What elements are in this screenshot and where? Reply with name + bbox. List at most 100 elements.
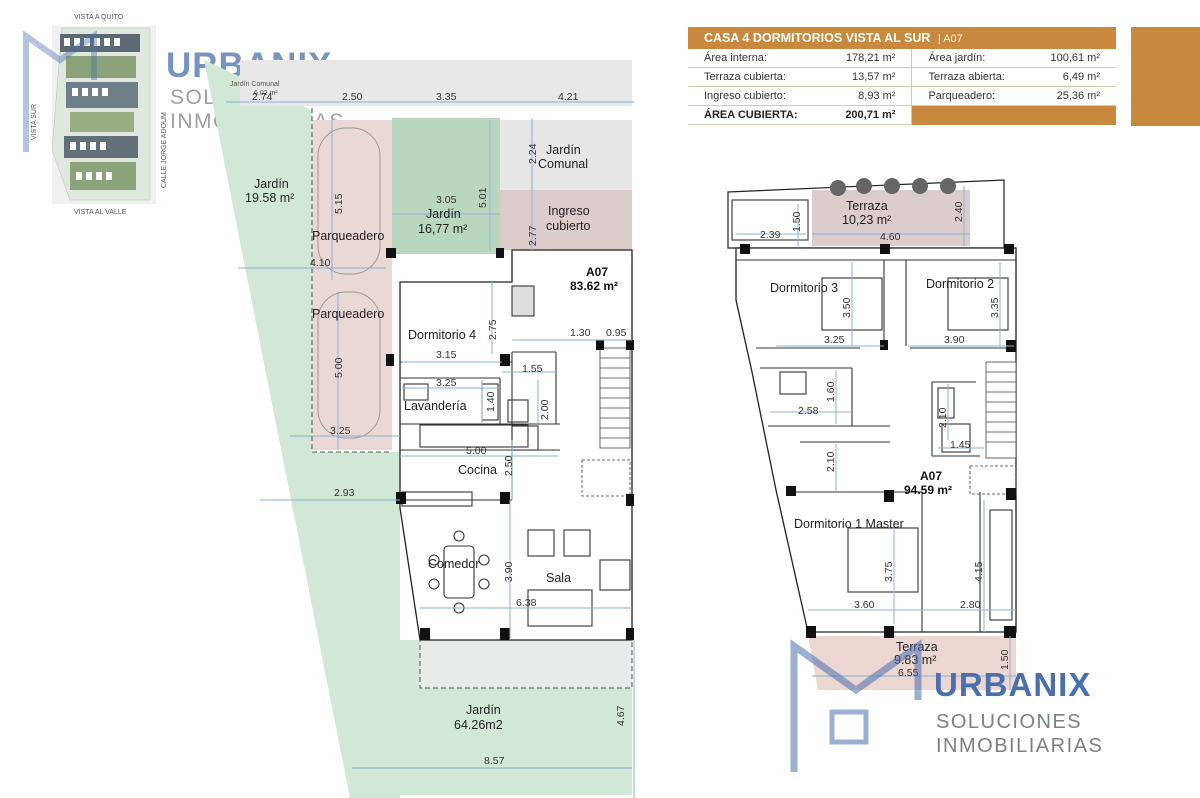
table-row: Área interna: 178,21 m² Área jardín: 100…	[688, 49, 1116, 68]
table-row: Terraza cubierta: 13,57 m² Terraza abier…	[688, 67, 1116, 87]
dim-375: 3.75	[883, 561, 895, 582]
area-label: Área interna:	[688, 49, 819, 68]
dim-857: 8.57	[484, 755, 505, 767]
dim-240: 2.40	[953, 201, 965, 222]
dim-280: 2.80	[960, 599, 981, 611]
parqueadero-area	[312, 120, 392, 450]
dim-140: 1.40	[485, 391, 497, 412]
label-dormitorio-4: Dormitorio 4	[408, 328, 476, 342]
label-unit-upper-area: 94.59 m²	[904, 483, 952, 497]
label-terraza: Terraza	[846, 199, 888, 213]
dim-315: 3.15	[436, 349, 457, 361]
label-jardin-front-area: 16,77 m²	[418, 222, 467, 236]
dim-150b: 1.50	[999, 649, 1011, 670]
dim-239: 2.39	[760, 229, 781, 241]
label-jardin-left: Jardín	[254, 177, 289, 191]
area-value-2: 6,49 m²	[1023, 67, 1116, 87]
site-map: VISTA A QUITO VISTA AL VALLE VISTA SUR C…	[31, 14, 168, 216]
table-header: CASA 4 DORMITORIOS VISTA AL SUR | A07	[688, 27, 1116, 49]
total-label: ÁREA CUBIERTA:	[688, 105, 819, 125]
dim-415: 4.15	[973, 561, 985, 582]
area-label-2: Parqueadero:	[911, 86, 1024, 106]
ground-floor-plan: Jardín Comunal 6.02 m² Jardín 19.58 m² P…	[204, 60, 635, 798]
label-unit-ground: A07	[586, 265, 608, 279]
label-jardin-comunal-small: Jardín Comunal	[230, 81, 280, 88]
dim-638: 6.38	[516, 597, 537, 609]
site-map-street-label: CALLE JORGE ADOUM	[161, 112, 168, 188]
dim-515: 5.15	[333, 193, 345, 214]
dim-224: 2.24	[527, 143, 539, 164]
dim-130: 1.30	[570, 327, 591, 339]
label-dormitorio-3: Dormitorio 3	[770, 281, 838, 295]
dim-095: 0.95	[606, 327, 627, 339]
jardin-front-area	[392, 118, 500, 254]
dim-150a: 1.50	[791, 211, 803, 232]
area-summary-table: CASA 4 DORMITORIOS VISTA AL SUR | A07 Ár…	[688, 27, 1116, 125]
site-map-left-label: VISTA SUR	[31, 104, 38, 140]
dim-500a: 5.00	[333, 357, 345, 378]
label-comedor: Comedor	[428, 557, 479, 571]
dim-410: 4.10	[310, 257, 331, 269]
label-lavanderia: Lavandería	[404, 399, 467, 413]
dim-250: 2.50	[342, 91, 363, 103]
dim-460: 4.60	[880, 231, 901, 243]
site-map-top-label: VISTA A QUITO	[74, 14, 124, 21]
label-dormitorio-1: Dormitorio 1 Master	[794, 517, 904, 531]
dim-200: 2.00	[539, 399, 551, 420]
stairs-upper	[969, 361, 1017, 495]
jardin-left-area	[204, 60, 400, 798]
logo-bottom-name: URBANIX	[934, 666, 1091, 703]
dim-250b: 2.50	[503, 455, 515, 476]
label-jardin-comunal: Jardín	[546, 143, 581, 157]
urbanix-logo-bottom: URBANIX SOLUCIONES INMOBILIARIAS	[790, 639, 1102, 772]
dim-305: 3.05	[436, 194, 457, 206]
site-map-bottom-label: VISTA AL VALLE	[74, 209, 127, 216]
area-value: 178,21 m²	[818, 49, 913, 68]
dim-274: 2.74	[252, 91, 273, 103]
dim-390: 3.90	[503, 561, 515, 582]
dim-655: 6.55	[898, 667, 919, 679]
dim-501: 5.01	[477, 187, 489, 208]
total-fill	[911, 105, 1116, 125]
area-label-2: Área jardín:	[911, 49, 1024, 68]
area-value-2: 100,61 m²	[1023, 49, 1116, 68]
area-label: Terraza cubierta:	[688, 67, 819, 87]
dim-325-upper: 3.25	[824, 334, 845, 346]
area-value: 13,57 m²	[818, 67, 913, 87]
total-value: 200,71 m²	[818, 105, 913, 125]
area-label: Ingreso cubierto:	[688, 86, 819, 106]
dim-160: 1.60	[825, 381, 837, 402]
label-cocina: Cocina	[458, 463, 497, 477]
label-jardin-front: Jardín	[426, 207, 461, 221]
table-title: CASA 4 DORMITORIOS VISTA AL SUR	[704, 31, 931, 45]
unit-code: | A07	[937, 33, 963, 45]
label-ingreso: Ingreso	[548, 204, 590, 218]
area-value-2: 25,36 m²	[1023, 86, 1116, 106]
total-row: ÁREA CUBIERTA: 200,71 m²	[688, 105, 1116, 125]
ingreso-cubierto-area	[500, 190, 632, 250]
dim-325a: 3.25	[436, 377, 457, 389]
label-dormitorio-2: Dormitorio 2	[926, 277, 994, 291]
dim-277: 2.77	[527, 225, 539, 246]
label-jardin-left-area: 19.58 m²	[245, 191, 294, 205]
upper-floor-plan: Terraza 10,23 m² Dormitorio 3 Dormitorio…	[727, 178, 1017, 690]
dim-500b: 5.00	[466, 445, 487, 457]
dim-390-upper: 3.90	[944, 334, 965, 346]
label-sala: Sala	[546, 571, 571, 585]
accent-swatch	[1131, 27, 1200, 126]
terraza-top-area	[812, 190, 970, 246]
dim-335: 3.35	[436, 91, 457, 103]
stairs-ground	[581, 347, 631, 497]
dim-325b: 3.25	[330, 425, 351, 437]
dim-421: 4.21	[558, 91, 579, 103]
jardin-comunal-top	[240, 60, 632, 106]
label-jardin-comunal-small-area: 6.02 m²	[254, 90, 278, 97]
dim-350: 3.50	[841, 297, 853, 318]
label-unit-upper: A07	[920, 469, 942, 483]
dim-155: 1.55	[522, 363, 543, 375]
label-jardin-back: Jardín	[466, 703, 501, 717]
label-parqueadero-1: Parqueadero	[312, 229, 384, 243]
dim-275: 2.75	[487, 319, 499, 340]
area-label-2: Terraza abierta:	[911, 67, 1024, 87]
